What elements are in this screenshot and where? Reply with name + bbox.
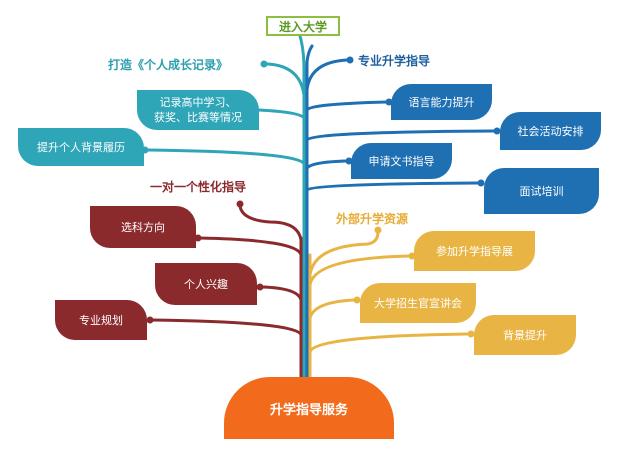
- trunk-teal: [298, 34, 306, 380]
- node-teal-title: [260, 60, 268, 68]
- node-blue-2: [493, 127, 501, 135]
- leaf-gold-background-boost: 背景提升: [474, 315, 576, 355]
- branch-teal-2: [146, 148, 306, 166]
- leaf-blue-language: 语言能力提升: [391, 84, 492, 120]
- node-gold-2: [353, 296, 361, 304]
- node-maroon-title: [236, 200, 244, 208]
- leaf-gold-admissions-talk: 大学招生官宣讲会: [360, 283, 476, 323]
- branch-teal-title: [266, 62, 306, 97]
- node-gold-3: [467, 330, 475, 338]
- branch-gold-2: [308, 298, 356, 320]
- branch-teal-1: [256, 108, 306, 120]
- branch-blue-1: [305, 100, 388, 112]
- branch-gold-1: [308, 254, 411, 287]
- university-entry-label: 进入大学: [278, 19, 327, 34]
- node-maroon-3: [146, 316, 154, 324]
- node-maroon-2: [256, 283, 264, 291]
- gold-branch-title: 外部升学资源: [336, 212, 409, 226]
- branch-maroon-1: [198, 236, 303, 257]
- leaf-teal-background: 提升个人背景履历: [18, 128, 144, 166]
- node-gold-title: [374, 226, 382, 234]
- branch-gold-3: [308, 332, 470, 354]
- node-maroon-1: [194, 234, 202, 242]
- leaf-maroon-subject: 选科方向: [90, 206, 196, 248]
- node-blue-3: [345, 157, 353, 165]
- branch-blue-2: [305, 129, 496, 142]
- node-blue-4: [477, 179, 485, 187]
- branch-blue-3: [305, 159, 348, 170]
- blue-branch-title: 专业升学指导: [358, 54, 431, 68]
- node-gold-1: [408, 252, 416, 260]
- node-blue-1: [385, 98, 393, 106]
- branch-maroon-3: [150, 318, 303, 337]
- branch-maroon-2: [260, 285, 303, 302]
- leaf-blue-social: 社会活动安排: [500, 112, 601, 150]
- trunk-blue: [305, 44, 314, 380]
- root-service-base: 升学指导服务: [224, 377, 394, 439]
- maroon-branch-title: 一对一个性化指导: [150, 180, 247, 194]
- university-entry-box: 进入大学: [266, 16, 340, 36]
- branch-gold-title: [308, 230, 380, 277]
- leaf-blue-essay: 申请文书指导: [351, 143, 452, 179]
- leaf-maroon-interest: 个人兴趣: [155, 263, 257, 305]
- node-blue-title: [346, 56, 354, 64]
- branch-blue-title: [305, 58, 349, 92]
- teal-branch-title: 打造《个人成长记录》: [108, 58, 229, 72]
- leaf-teal-record: 记录高中学习、 获奖、比赛等情况: [137, 90, 259, 130]
- branch-blue-4: [305, 181, 480, 192]
- leaf-maroon-major: 专业规划: [55, 300, 147, 340]
- root-service-label: 升学指导服务: [269, 402, 348, 418]
- branch-maroon-title: [238, 204, 303, 242]
- leaf-blue-interview: 面试培训: [484, 168, 599, 214]
- leaf-gold-fair: 参加升学指导展: [414, 231, 535, 271]
